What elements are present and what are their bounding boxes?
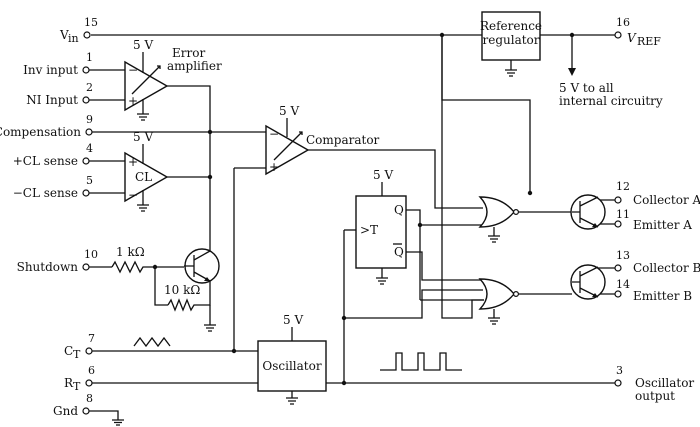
pin-number: 6: [88, 364, 95, 377]
note-line2: internal circuitry: [559, 94, 663, 108]
internal-supply-note: 5 V to all internal circuitry: [559, 68, 663, 108]
pin-number: 10: [84, 248, 98, 261]
oscillator: Oscillator 5 V: [257, 313, 327, 405]
pin-label: Emitter B: [633, 289, 692, 303]
block-label: Oscillator: [262, 359, 321, 373]
ground-shutdown: [204, 324, 216, 332]
pin-number: 8: [86, 392, 93, 405]
pin-collector-b: 13 Collector B: [614, 249, 700, 275]
pin-label: R: [64, 376, 74, 390]
minus-sign: −: [269, 127, 279, 141]
pin-number: 4: [86, 142, 93, 155]
sawtooth-waveform: [133, 336, 171, 348]
block-label: Reference: [480, 19, 542, 33]
junctions: [152, 32, 575, 386]
pin-number: 9: [86, 113, 93, 126]
pin-rt: 6 R T: [64, 364, 95, 393]
pin-label-sub: T: [73, 348, 81, 361]
pin-cl-minus: 5 −CL sense: [13, 174, 93, 200]
pin-number: 11: [616, 208, 630, 221]
resistor-1k: 1 kΩ: [111, 245, 146, 274]
pin-label: Emitter A: [633, 218, 692, 232]
minus-sign: −: [128, 188, 138, 202]
pin-label-sub: T: [73, 380, 81, 393]
pin-number: 12: [616, 180, 630, 193]
supply-label: 5 V: [283, 313, 303, 327]
pin-label: Shutdown: [17, 260, 79, 274]
plus-sign: +: [269, 160, 279, 174]
pin-number: 5: [86, 174, 93, 187]
pin-cl-plus: 4 +CL sense: [13, 142, 93, 168]
q-label: Q: [394, 203, 404, 217]
pin-ni-input: 2 NI Input: [26, 81, 93, 107]
block-label-line2: regulator: [482, 33, 539, 47]
block-label: Comparator: [306, 133, 380, 147]
error-amplifier: − + 5 V Error amplifier: [124, 38, 222, 121]
pin-label-line2: output: [635, 389, 675, 403]
pin-shutdown: 10 Shutdown: [17, 248, 98, 274]
transistor-a: [570, 194, 606, 230]
pin-inv-input: 1 Inv input: [23, 51, 93, 77]
pin-emitter-a: 11 Emitter A: [614, 208, 692, 232]
pin-label: NI Input: [26, 93, 78, 107]
pin-number: 2: [86, 81, 93, 94]
pin-vref: 16 V REF: [614, 16, 661, 48]
plus-sign: +: [128, 94, 138, 108]
supply-label: 5 V: [279, 104, 299, 118]
wires: [89, 34, 615, 420]
resistor-label: 1 kΩ: [116, 245, 145, 259]
pin-number: 1: [86, 51, 93, 64]
supply-label: 5 V: [133, 130, 153, 144]
pin-label: V: [627, 31, 637, 45]
pin-number: 14: [616, 278, 630, 291]
transistor-b: [570, 264, 606, 300]
note-line1: 5 V to all: [559, 81, 614, 95]
pin-label: Oscillator: [635, 376, 694, 390]
cl-amplifier: + − CL 5 V: [124, 130, 169, 212]
t-input-label: >T: [360, 223, 378, 237]
pin-label: +CL sense: [13, 154, 78, 168]
minus-sign: −: [128, 63, 138, 77]
block-label: CL: [135, 170, 152, 184]
block-label: Error: [172, 46, 205, 60]
pin-label: C: [64, 344, 73, 358]
pin-label: V: [59, 28, 69, 42]
pin-osc-output: 3 Oscillator output: [614, 364, 694, 403]
qbar-label: Q: [394, 245, 404, 259]
pin-label-sub: in: [68, 32, 79, 45]
pin-label: Compensation: [0, 125, 81, 139]
pin-vin: 15 V in: [59, 16, 98, 45]
pulse-waveform: [380, 352, 462, 371]
supply-label: 5 V: [373, 168, 393, 182]
supply-label: 5 V: [133, 38, 153, 52]
pin-compensation: 9 Compensation: [0, 113, 93, 139]
pin-emitter-b: 14 Emitter B: [614, 278, 692, 303]
flip-flop: >T Q Q 5 V: [355, 168, 407, 285]
plus-sign: +: [128, 155, 138, 169]
pin-number: 3: [616, 364, 623, 377]
pin-label-sub: REF: [637, 35, 661, 48]
nor-gate-a: [478, 196, 519, 243]
shutdown-transistor: [184, 248, 220, 284]
pin-label: −CL sense: [13, 186, 78, 200]
pin-number: 15: [84, 16, 98, 29]
pin-label: Inv input: [23, 63, 78, 77]
pin-label: Collector A: [633, 193, 700, 207]
pin-number: 16: [616, 16, 630, 29]
pin-number: 13: [616, 249, 630, 262]
pin-ct: 7 C T: [64, 332, 95, 361]
pin-collector-a: 12 Collector A: [614, 180, 700, 207]
block-label-line2: amplifier: [167, 59, 222, 73]
comparator: − + 5 V Comparator: [265, 104, 380, 176]
nor-gate-b: [478, 278, 519, 325]
pin-label: Gnd: [53, 404, 78, 418]
pin-gnd: 8 Gnd: [53, 392, 124, 426]
resistor-10k: 10 kΩ: [164, 283, 200, 312]
reference-regulator: Reference regulator: [480, 11, 542, 77]
resistor-label: 10 kΩ: [164, 283, 200, 297]
pin-label: Collector B: [633, 261, 700, 275]
pin-number: 7: [88, 332, 95, 345]
